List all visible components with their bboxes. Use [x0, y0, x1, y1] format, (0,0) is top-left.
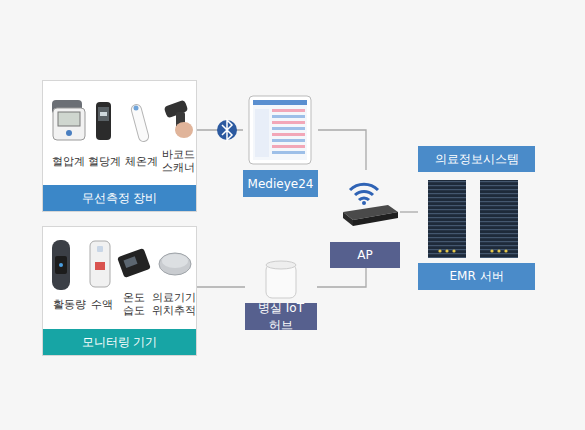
tablet-sidebar: [255, 109, 269, 157]
tablet-row: [272, 133, 305, 136]
node-label: Medieye24: [243, 170, 318, 197]
hub-node: 병실 IoT 허브: [245, 258, 317, 330]
server-led: [445, 249, 448, 252]
bluetooth-rune: [222, 120, 232, 140]
tablet-row: [272, 109, 305, 112]
server-led: [452, 249, 455, 252]
server-led: [438, 249, 441, 252]
router-front: [353, 212, 398, 226]
server-node: 의료정보시스템 EMR 서버: [418, 146, 535, 290]
iot-hub: [266, 264, 296, 298]
category-band: 모니터링 기기: [43, 329, 196, 355]
server-led: [497, 249, 500, 252]
app-node: Medieye24: [243, 95, 318, 197]
device-label: 온도 습도: [114, 291, 154, 317]
tablet-row: [272, 127, 305, 130]
connector-line: [197, 286, 245, 287]
server-led: [504, 249, 507, 252]
wifi-arc: [350, 184, 378, 190]
iot-hub-top: [266, 261, 296, 269]
tablet-row: [272, 145, 305, 148]
connector-line: [197, 129, 243, 130]
router-top: [343, 205, 398, 220]
tablet-row: [272, 151, 305, 154]
tablet-row: [272, 115, 305, 118]
device-label: 수액: [82, 298, 122, 311]
device-group-box: 활동량수액온도 습도의료기기 위치추적모니터링 기기: [42, 226, 197, 356]
server-led: [490, 249, 493, 252]
router-side: [343, 212, 353, 226]
bluetooth-icon: [217, 120, 237, 140]
tablet-row: [272, 121, 305, 124]
server-rack: [428, 180, 466, 258]
category-band: 무선측정 장비: [43, 185, 196, 211]
connector-line: [400, 211, 418, 212]
server-rack: [480, 180, 518, 258]
tablet-row: [272, 139, 305, 142]
connector-line: [317, 268, 366, 287]
device-label: 혈압계: [48, 155, 88, 168]
tablet-header: [253, 100, 307, 105]
tablet: [249, 96, 311, 164]
device-label: 혈당계: [84, 155, 124, 168]
wifi-arc: [355, 191, 373, 195]
node-label: EMR 서버: [418, 263, 535, 290]
device-label: 의료기기 위치추적: [150, 291, 197, 317]
device-label: 바코드 스캐너: [159, 148, 197, 174]
device-label: 활동량: [49, 298, 89, 311]
node-label: 병실 IoT 허브: [245, 303, 317, 330]
device-label: 체온계: [121, 155, 161, 168]
node-label: 의료정보시스템: [418, 146, 535, 172]
wifi-arc: [359, 198, 369, 200]
ap-node: AP: [330, 170, 400, 268]
device-group-box: 혈압계혈당계체온계바코드 스캐너무선측정 장비: [42, 80, 197, 212]
wifi-dot: [362, 201, 366, 205]
tablet-screen: [253, 100, 307, 160]
node-label: AP: [330, 242, 400, 268]
connector-line: [318, 130, 366, 170]
